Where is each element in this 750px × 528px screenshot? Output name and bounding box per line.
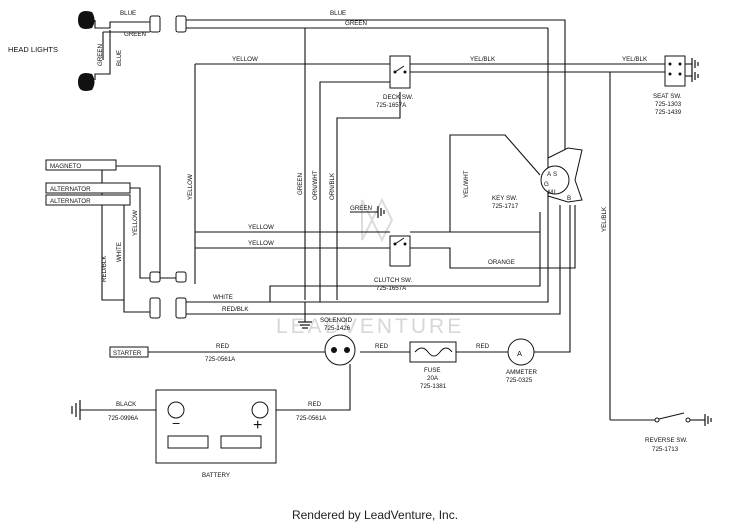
key-switch-label: KEY SW. <box>492 195 518 202</box>
label-green-4: GREEN <box>97 44 104 66</box>
label-yel-blk-3: YEL/BLK <box>601 206 608 232</box>
solenoid: SOLENOID 725-1426 <box>320 317 356 366</box>
head-light-bottom-icon <box>78 73 95 91</box>
ground-icon-solenoid <box>298 302 312 329</box>
reverse-switch-part: 725-1713 <box>652 446 679 453</box>
ground-icon-seat <box>685 58 699 82</box>
magneto-label: MAGNETO <box>50 163 81 170</box>
seat-switch: SEAT SW. 725-1303 725-1439 <box>653 55 686 116</box>
ground-icon-green <box>377 206 385 218</box>
key-pin-b: B <box>567 195 571 202</box>
label-orange: ORANGE <box>488 259 515 266</box>
label-blue-1: BLUE <box>120 10 136 17</box>
watermark: LEADVENTURE <box>276 197 464 338</box>
head-lights-label: HEAD LIGHTS <box>8 45 58 54</box>
deck-switch: DECK SW. 725-1657A <box>376 55 414 109</box>
label-white-2: WHITE <box>116 242 123 262</box>
magneto-tag: MAGNETO <box>45 159 117 171</box>
label-black: BLACK <box>116 401 137 408</box>
label-part-battery-red: 725-0561A <box>296 415 327 422</box>
ground-icon-reverse <box>704 414 712 426</box>
label-yel-blk-2: YEL/BLK <box>622 56 648 63</box>
head-lights: HEAD LIGHTS <box>8 11 95 91</box>
reverse-switch: REVERSE SW. 725-1713 <box>645 412 691 453</box>
key-switch: A S G M L B KEY SW. 725-1717 <box>492 147 583 210</box>
label-part-starter-red: 725-0561A <box>205 356 236 363</box>
key-switch-part: 725-1717 <box>492 203 519 210</box>
label-yellow-1: YELLOW <box>232 56 258 63</box>
wire-labels: BLUE BLUE GREEN GREEN YELLOW YEL/BLK YEL… <box>97 10 648 422</box>
ammeter: A AMMETER 725-0325 <box>506 338 537 384</box>
label-yel-wht: YEL/WHT <box>463 170 470 198</box>
label-green-1: GREEN <box>345 20 367 27</box>
label-yellow-4: YELLOW <box>187 174 194 200</box>
solenoid-part: 725-1426 <box>324 325 351 332</box>
label-red-blk-2: RED/BLK <box>101 255 108 282</box>
deck-switch-label: DECK SW. <box>383 94 414 101</box>
label-red-4: RED <box>308 401 322 408</box>
wire-network <box>80 19 705 421</box>
alternator-tag-1: ALTERNATOR <box>45 182 131 194</box>
label-blue-2: BLUE <box>330 10 346 17</box>
key-pin-l: L <box>554 189 558 196</box>
starter-label: STARTER <box>113 350 142 357</box>
ammeter-symbol: A <box>517 349 522 358</box>
label-orn-wht: ORN/WHT <box>312 170 319 200</box>
reverse-switch-label: REVERSE SW. <box>645 437 688 444</box>
ammeter-label: AMMETER <box>506 369 537 376</box>
deck-switch-part: 725-1657A <box>376 102 407 109</box>
seat-switch-part-2: 725-1439 <box>655 109 682 116</box>
battery-minus: − <box>172 415 180 431</box>
alternator-tag-2: ALTERNATOR <box>45 194 131 206</box>
fuse-part: 725-1381 <box>420 383 447 390</box>
clutch-switch-part: 725-1657A <box>376 285 407 292</box>
fuse: FUSE 20A 725-1381 <box>409 341 457 390</box>
footer-credit: Rendered by LeadVenture, Inc. <box>291 508 459 522</box>
label-yellow-3: YELLOW <box>248 240 274 247</box>
label-red-3: RED <box>476 343 490 350</box>
label-yellow-5: YELLOW <box>132 210 139 236</box>
label-red-1: RED <box>216 343 230 350</box>
head-light-top-icon <box>78 11 95 29</box>
connectors-top <box>149 15 187 319</box>
key-pin-m: M <box>548 189 553 196</box>
label-part-black: 725-0996A <box>108 415 139 422</box>
label-white-1: WHITE <box>213 294 233 301</box>
battery-label: BATTERY <box>202 472 230 479</box>
fuse-label: FUSE <box>424 367 441 374</box>
clutch-switch-label: CLUTCH SW. <box>374 277 412 284</box>
label-red-blk-1: RED/BLK <box>222 306 249 313</box>
clutch-switch: CLUTCH SW. 725-1657A <box>374 235 412 292</box>
alternator-label-1: ALTERNATOR <box>50 186 91 193</box>
ammeter-part: 725-0325 <box>506 377 533 384</box>
alternator-label-2: ALTERNATOR <box>50 198 91 205</box>
seat-switch-label: SEAT SW. <box>653 93 682 100</box>
label-orn-blk: ORN/BLK <box>329 172 336 200</box>
label-green-5: GREEN <box>297 173 304 195</box>
starter-tag: STARTER <box>109 346 149 358</box>
label-yellow-2: YELLOW <box>248 224 274 231</box>
battery: − + BATTERY <box>155 389 277 479</box>
label-blue-3: BLUE <box>116 50 123 66</box>
key-pin-a: A <box>547 171 552 178</box>
key-pin-g: G <box>544 181 549 188</box>
label-red-2: RED <box>375 343 389 350</box>
battery-plus: + <box>253 417 262 434</box>
solenoid-label: SOLENOID <box>320 317 353 324</box>
ground-icon-left <box>71 400 81 420</box>
fuse-rating: 20A <box>427 375 439 382</box>
label-yel-blk-1: YEL/BLK <box>470 56 496 63</box>
label-green-2: GREEN <box>124 31 146 38</box>
key-pin-s: S <box>553 171 557 178</box>
watermark-text: LEADVENTURE <box>276 315 464 338</box>
seat-switch-part-1: 725-1303 <box>655 101 682 108</box>
label-green-3: GREEN <box>350 205 372 212</box>
